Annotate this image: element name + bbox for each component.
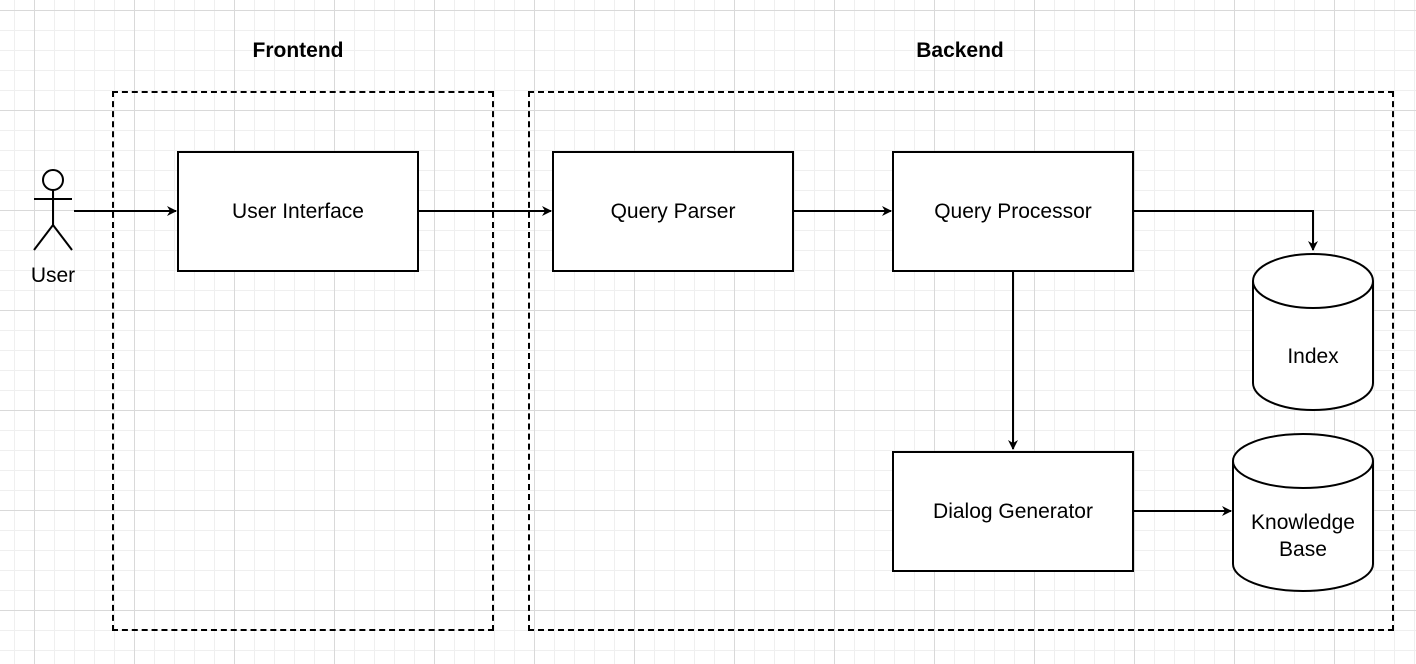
edge-query-processor-to-index (1133, 210, 1318, 251)
query-processor-node[interactable]: Query Processor (892, 151, 1134, 272)
user-label: User (30, 264, 76, 287)
knowledge-base-database-icon[interactable] (1231, 432, 1375, 593)
user-interface-label: User Interface (232, 199, 364, 223)
user-stick-figure-icon[interactable] (30, 168, 76, 254)
frontend-group[interactable] (112, 91, 494, 631)
dialog-generator-node[interactable]: Dialog Generator (892, 451, 1134, 572)
query-parser-node[interactable]: Query Parser (552, 151, 794, 272)
index-label: Index (1287, 344, 1339, 368)
user-interface-node[interactable]: User Interface (177, 151, 419, 272)
index-database-icon[interactable] (1251, 252, 1375, 412)
query-parser-label: Query Parser (610, 199, 736, 223)
backend-group[interactable] (528, 91, 1394, 631)
frontend-title: Frontend (252, 39, 344, 62)
query-processor-label: Query Processor (934, 199, 1092, 223)
dialog-generator-label: Dialog Generator (933, 499, 1093, 523)
backend-title: Backend (916, 39, 1004, 62)
knowledge-base-label: Knowledge Base (1251, 511, 1355, 561)
